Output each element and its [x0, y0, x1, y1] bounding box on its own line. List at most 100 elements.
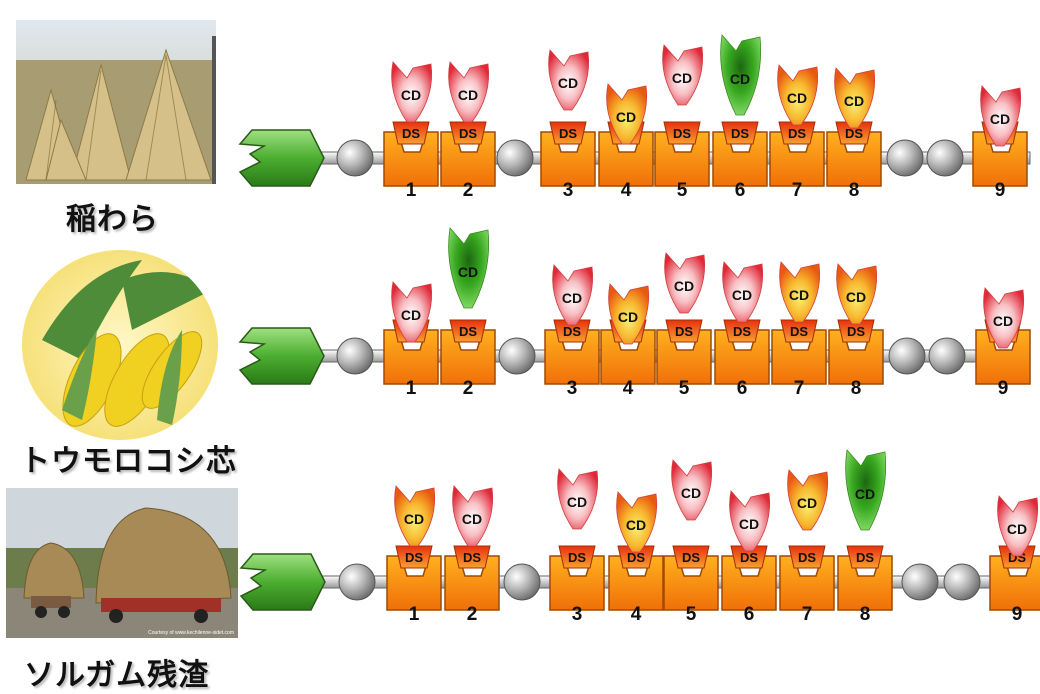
linker-ball	[337, 140, 373, 176]
cd-label: CD	[616, 109, 636, 125]
slot-number: 1	[406, 378, 417, 399]
crop-label-sorghum-residue: ソルガム残渣	[24, 650, 209, 694]
linker-ball	[887, 140, 923, 176]
cd-label: CD	[739, 516, 759, 532]
cd-label: CD	[618, 309, 638, 325]
ds-label: DS	[405, 550, 423, 565]
slot-number: 8	[849, 180, 860, 201]
slot-number: 6	[737, 378, 748, 399]
slot-number: 6	[744, 604, 755, 625]
module-row-sorghum-residue: DSCD1DSCD2DSCD3DSCD4DSCD5DSCD6DSCD7DSCD8…	[0, 426, 1040, 656]
module-row-corn-cob: DSCD1DSCD2DSCD3DSCD4DSCD5DSCD6DSCD7DSCD8…	[0, 200, 1040, 430]
slot-number: 5	[679, 378, 690, 399]
cd-label: CD	[462, 511, 482, 527]
cd-label: CD	[401, 307, 421, 323]
slot-number: 3	[567, 378, 578, 399]
slot-number: 9	[1012, 604, 1023, 625]
linker-ball	[504, 564, 540, 600]
slot-number: 4	[621, 180, 632, 201]
module-row-rice-straw: DSCD1DSCD2DSCD3DSCD4DSCD5DSCD6DSCD7DSCD8…	[0, 0, 1040, 230]
cd-label: CD	[458, 87, 478, 103]
slot-number: 5	[686, 604, 697, 625]
ds-label: DS	[733, 324, 751, 339]
linker-ball	[497, 140, 533, 176]
cd-label: CD	[732, 287, 752, 303]
cd-label: CD	[993, 313, 1013, 329]
module-slot-5: DS CD 5	[657, 253, 711, 399]
loading-head-icon	[240, 328, 324, 384]
ds-label: DS	[559, 126, 577, 141]
linker-ball	[902, 564, 938, 600]
slot-number: 9	[995, 180, 1006, 201]
module-slot-1: DSCD1	[384, 282, 438, 399]
module-slot-7: DS CD 7	[770, 65, 824, 201]
slot-number: 1	[406, 180, 417, 201]
ds-label: DS	[402, 126, 420, 141]
cd-label: CD	[674, 278, 694, 294]
cd-label: CD	[404, 511, 424, 527]
ds-label: DS	[798, 550, 816, 565]
cd-label: CD	[730, 71, 750, 87]
slot-number: 7	[794, 378, 805, 399]
slot-number: 6	[735, 180, 746, 201]
loading-head-icon	[241, 554, 325, 610]
module-slot-2: DS CD 2	[441, 62, 495, 201]
ds-label: DS	[731, 126, 749, 141]
ds-label: DS	[568, 550, 586, 565]
cd-label: CD	[855, 486, 875, 502]
ds-label: DS	[463, 550, 481, 565]
cd-label: CD	[846, 289, 866, 305]
linker-ball	[929, 338, 965, 374]
slot-number: 7	[792, 180, 803, 201]
ds-label: DS	[856, 550, 874, 565]
module-slot-6: DSCD6	[722, 491, 776, 625]
slot-number: 2	[463, 378, 474, 399]
cd-label: CD	[990, 111, 1010, 127]
ds-label: DS	[675, 324, 693, 339]
cd-label: CD	[787, 90, 807, 106]
linker-ball	[944, 564, 980, 600]
cd-label: CD	[797, 495, 817, 511]
cd-label: CD	[789, 287, 809, 303]
slot-number: 3	[563, 180, 574, 201]
module-slot-7: DS CD 7	[772, 262, 826, 399]
slot-number: 7	[802, 604, 813, 625]
slot-number: 8	[851, 378, 862, 399]
slot-number: 3	[572, 604, 583, 625]
module-slot-4: DSCD4	[601, 284, 655, 399]
module-slot-1: DS CD 1	[387, 486, 441, 625]
module-slot-9: DSCD9	[990, 496, 1040, 625]
module-slot-6: DS CD 6	[713, 35, 767, 201]
slot-number: 9	[998, 378, 1009, 399]
slot-number: 4	[623, 378, 634, 399]
ds-label: DS	[847, 324, 865, 339]
cd-label: CD	[844, 93, 864, 109]
ds-label: DS	[790, 324, 808, 339]
linker-ball	[339, 564, 375, 600]
ds-label: DS	[673, 126, 691, 141]
linker-ball	[499, 338, 535, 374]
module-slot-2: DS CD 2	[441, 228, 495, 399]
ds-label: DS	[563, 324, 581, 339]
ds-label: DS	[459, 324, 477, 339]
ds-label: DS	[788, 126, 806, 141]
linker-ball	[337, 338, 373, 374]
slot-number: 2	[463, 180, 474, 201]
cd-label: CD	[401, 87, 421, 103]
cd-label: CD	[458, 264, 478, 280]
module-slot-4: DSCD4	[599, 84, 653, 201]
module-slot-3: DSCD3	[545, 265, 599, 399]
slot-number: 5	[677, 180, 688, 201]
linker-ball	[927, 140, 963, 176]
module-slot-1: DS CD 1	[384, 62, 438, 201]
slot-number: 1	[409, 604, 420, 625]
slot-number: 8	[860, 604, 871, 625]
module-slot-8: DS CD 8	[838, 450, 892, 625]
cd-label: CD	[1007, 521, 1027, 537]
ds-label: DS	[459, 126, 477, 141]
